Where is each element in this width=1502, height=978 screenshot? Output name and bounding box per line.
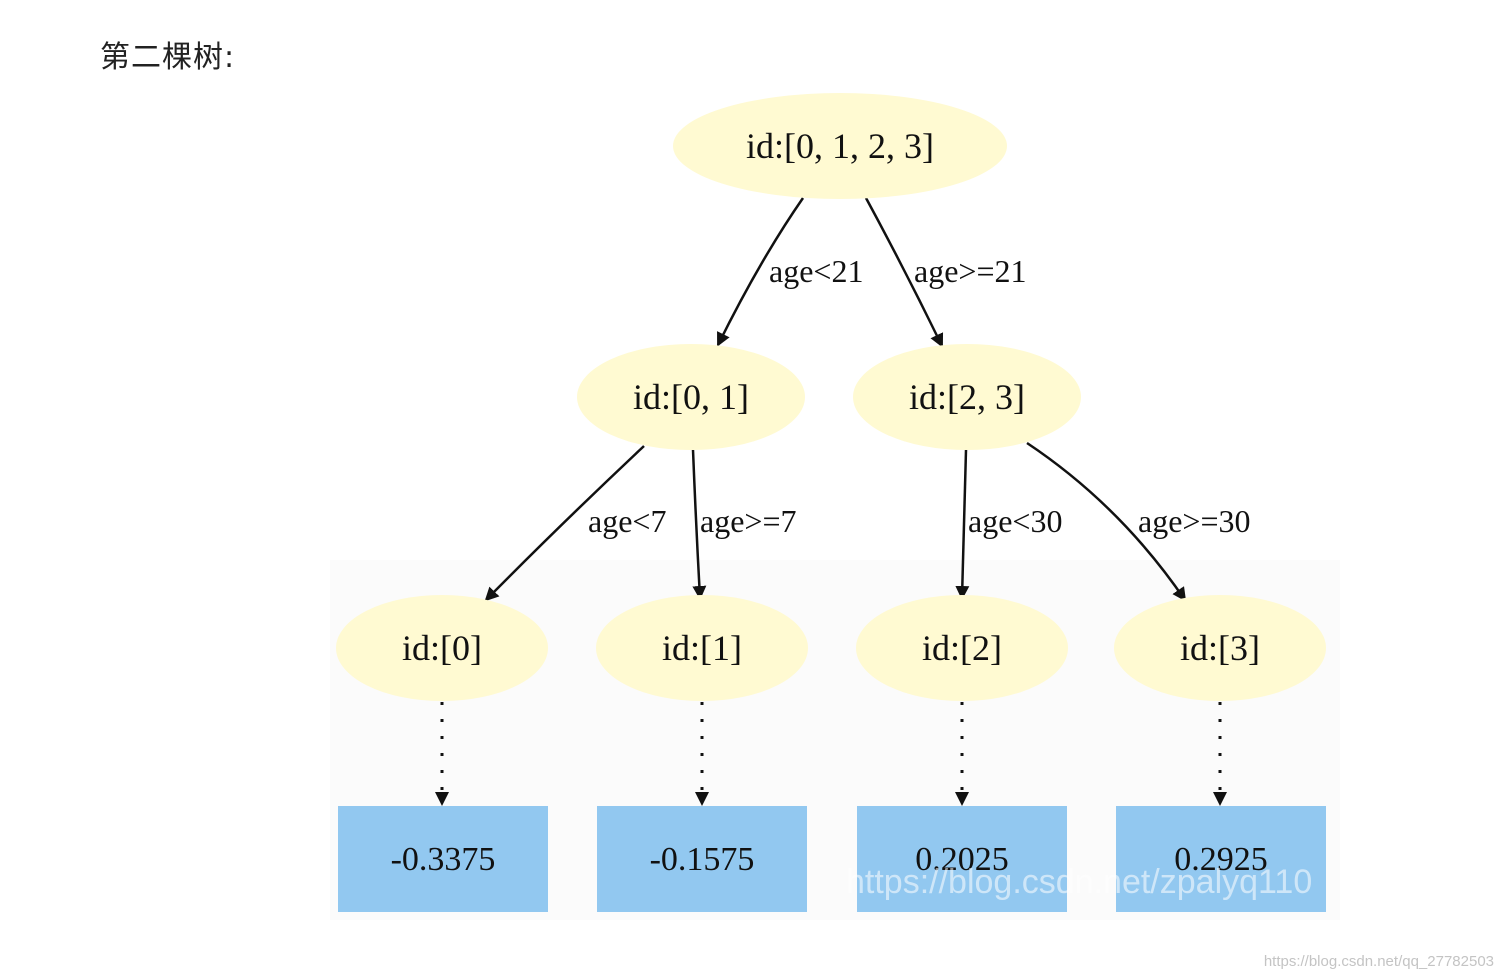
tree-node-n01: id:[0, 1]: [577, 344, 805, 450]
edge-label-age-lt-30: age<30: [968, 503, 1062, 539]
leaf-value-n1: -0.1575: [597, 806, 807, 912]
node-label: id:[1]: [662, 628, 742, 668]
section-heading: 第二棵树:: [100, 40, 236, 75]
leaf-label: 0.2025: [915, 841, 1009, 878]
leaf-value-n2: 0.2025: [857, 806, 1067, 912]
node-label: id:[2]: [922, 628, 1002, 668]
tree-node-n23: id:[2, 3]: [853, 344, 1081, 450]
edge-label-age-ge-21: age>=21: [914, 253, 1027, 289]
leaf-value-n0: -0.3375: [338, 806, 548, 912]
edge-label-age-ge-7: age>=7: [700, 503, 797, 539]
edge-n01-n0: [484, 445, 645, 602]
tree-node-n3: id:[3]: [1114, 595, 1326, 701]
corner-watermark: https://blog.csdn.net/qq_27782503: [1263, 953, 1494, 970]
edge-n01-n1: [691, 449, 707, 600]
leaf-value-n3: 0.2925: [1116, 806, 1326, 912]
leaf-label: 0.2925: [1174, 841, 1268, 878]
image-watermark: https://blog.csdn.net/zpalyq110: [846, 863, 1312, 901]
node-label: id:[2, 3]: [909, 377, 1025, 417]
tree-node-n2: id:[2]: [856, 595, 1068, 701]
edge-label-age-lt-21: age<21: [769, 253, 863, 289]
edge-root-n23: [864, 197, 944, 348]
edge-label-age-ge-30: age>=30: [1138, 503, 1251, 539]
edge-n23-n2: [955, 449, 970, 600]
node-label: id:[3]: [1180, 628, 1260, 668]
edge-root-n01: [716, 197, 805, 347]
edge-label-age-lt-7: age<7: [588, 503, 666, 539]
node-label: id:[0, 1]: [633, 377, 749, 417]
leaf-label: -0.3375: [391, 841, 496, 878]
tree-node-root: id:[0, 1, 2, 3]: [673, 93, 1007, 199]
edge-n23-n3: [1026, 441, 1187, 602]
node-label: id:[0]: [402, 628, 482, 668]
tree-node-n0: id:[0]: [336, 595, 548, 701]
leaf-label: -0.1575: [650, 841, 755, 878]
tree-node-n1: id:[1]: [596, 595, 808, 701]
node-label: id:[0, 1, 2, 3]: [746, 126, 934, 166]
